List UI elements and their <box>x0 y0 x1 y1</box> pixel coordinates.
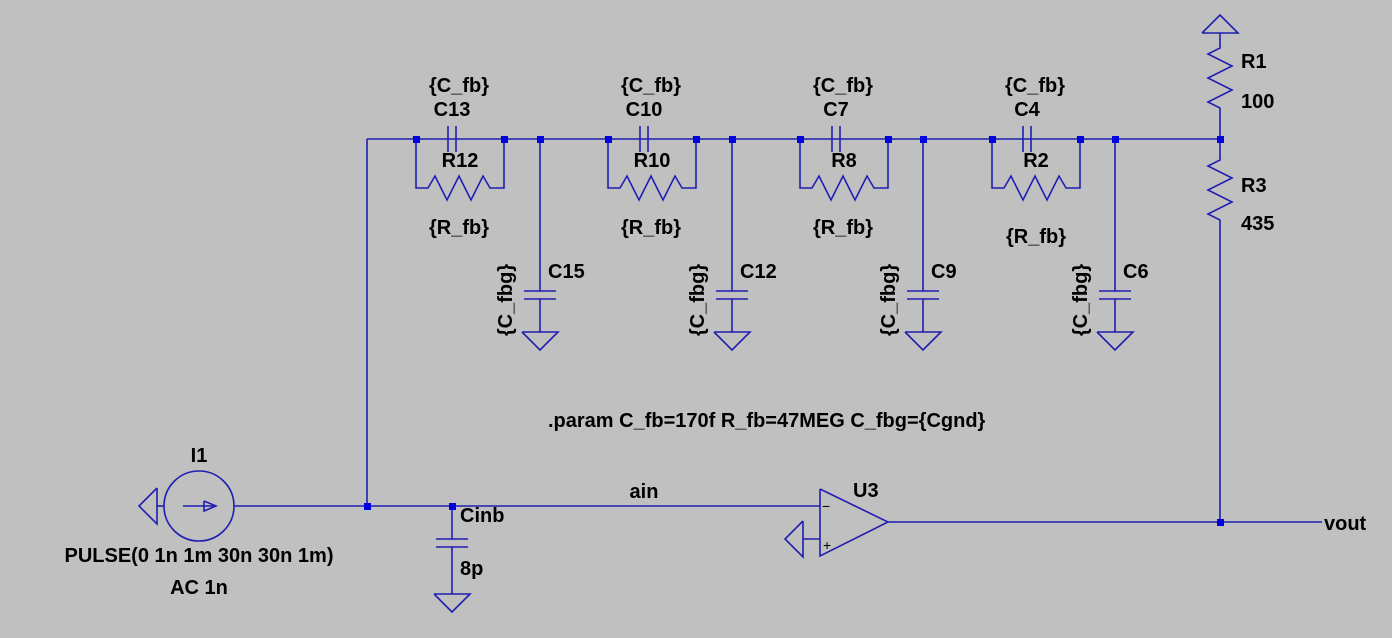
ground-symbol <box>433 593 472 614</box>
net-label-ain: ain <box>630 481 659 503</box>
capacitor-name-label: C4 <box>1014 99 1040 121</box>
capacitor-value-label: {C_fbg} <box>495 264 517 336</box>
capacitor-value-label: {C_fb} <box>621 75 681 97</box>
resistor-name-label: R2 <box>1023 150 1049 172</box>
capacitor-cinb[interactable] <box>436 506 468 594</box>
capacitor-value-label: {C_fb} <box>1005 75 1065 97</box>
ground-symbol <box>713 331 752 352</box>
capacitor-c13[interactable] <box>447 126 457 152</box>
resistor-value-label: {R_fb} <box>621 217 681 239</box>
capacitor-name-label: C9 <box>931 261 957 283</box>
opamp-name-label: U3 <box>853 480 879 502</box>
resistor-value-label: {R_fb} <box>813 217 873 239</box>
resistor-name-label: R1 <box>1241 51 1267 73</box>
resistor-value-label: 435 <box>1241 213 1274 235</box>
resistor-r10[interactable] <box>607 139 697 202</box>
resistor-r1[interactable] <box>1206 33 1234 139</box>
resistor-name-label: R3 <box>1241 175 1267 197</box>
capacitor-c9[interactable] <box>907 139 939 332</box>
resistor-name-label: R8 <box>831 150 857 172</box>
capacitor-c6[interactable] <box>1099 139 1131 332</box>
feedback-stage-1[interactable] <box>415 126 560 352</box>
resistor-r2[interactable] <box>991 139 1081 202</box>
feedback-stage-4[interactable] <box>991 126 1135 352</box>
ground-symbol <box>783 520 804 559</box>
resistor-name-label: R12 <box>442 150 479 172</box>
opamp-minus-pin: − <box>822 498 830 514</box>
supply-symbol <box>1201 13 1240 34</box>
resistor-value-label: 100 <box>1241 91 1274 113</box>
capacitor-name-label: C6 <box>1123 261 1149 283</box>
capacitor-c4[interactable] <box>1022 126 1032 152</box>
capacitor-value-label: {C_fbg} <box>1070 264 1092 336</box>
source-name-label: I1 <box>191 445 208 467</box>
capacitor-value-label: {C_fbg} <box>878 264 900 336</box>
source-ac-label: AC 1n <box>170 577 228 599</box>
net-label-vout: vout <box>1324 513 1367 535</box>
capacitor-name-label: C7 <box>823 99 849 121</box>
capacitor-c12[interactable] <box>716 139 748 332</box>
opamp-u3[interactable]: − + <box>803 488 1322 558</box>
capacitor-name-label: C13 <box>434 99 471 121</box>
ground-symbol <box>904 331 943 352</box>
capacitor-value-label: {C_fb} <box>813 75 873 97</box>
resistor-r12[interactable] <box>415 139 505 202</box>
current-source-i1[interactable] <box>157 470 367 542</box>
capacitor-value-label: 8p <box>460 558 483 580</box>
spice-directive[interactable]: .param C_fb=170f R_fb=47MEG C_fbg={Cgnd} <box>548 410 986 432</box>
capacitor-name-label: C12 <box>740 261 777 283</box>
feedback-stage-3[interactable] <box>799 126 943 352</box>
junction-dots <box>364 136 1224 526</box>
resistor-r3[interactable] <box>1206 139 1234 522</box>
feedback-stage-2[interactable] <box>607 126 752 352</box>
source-spec-label: PULSE(0 1n 1m 30n 30n 1m) <box>65 545 334 567</box>
resistor-name-label: R10 <box>634 150 671 172</box>
capacitor-name-label: Cinb <box>460 505 504 527</box>
capacitor-name-label: C10 <box>626 99 663 121</box>
capacitor-value-label: {C_fb} <box>429 75 489 97</box>
capacitor-value-label: {C_fbg} <box>687 264 709 336</box>
opamp-plus-pin: + <box>823 537 831 553</box>
resistor-value-label: {R_fb} <box>1006 226 1066 248</box>
capacitor-c10[interactable] <box>639 126 649 152</box>
capacitor-name-label: C15 <box>548 261 585 283</box>
ground-symbol <box>137 487 158 526</box>
resistor-value-label: {R_fb} <box>429 217 489 239</box>
ground-symbol <box>521 331 560 352</box>
capacitor-c15[interactable] <box>524 139 556 332</box>
capacitor-c7[interactable] <box>831 126 841 152</box>
ground-symbol <box>1096 331 1135 352</box>
resistor-r8[interactable] <box>799 139 889 202</box>
